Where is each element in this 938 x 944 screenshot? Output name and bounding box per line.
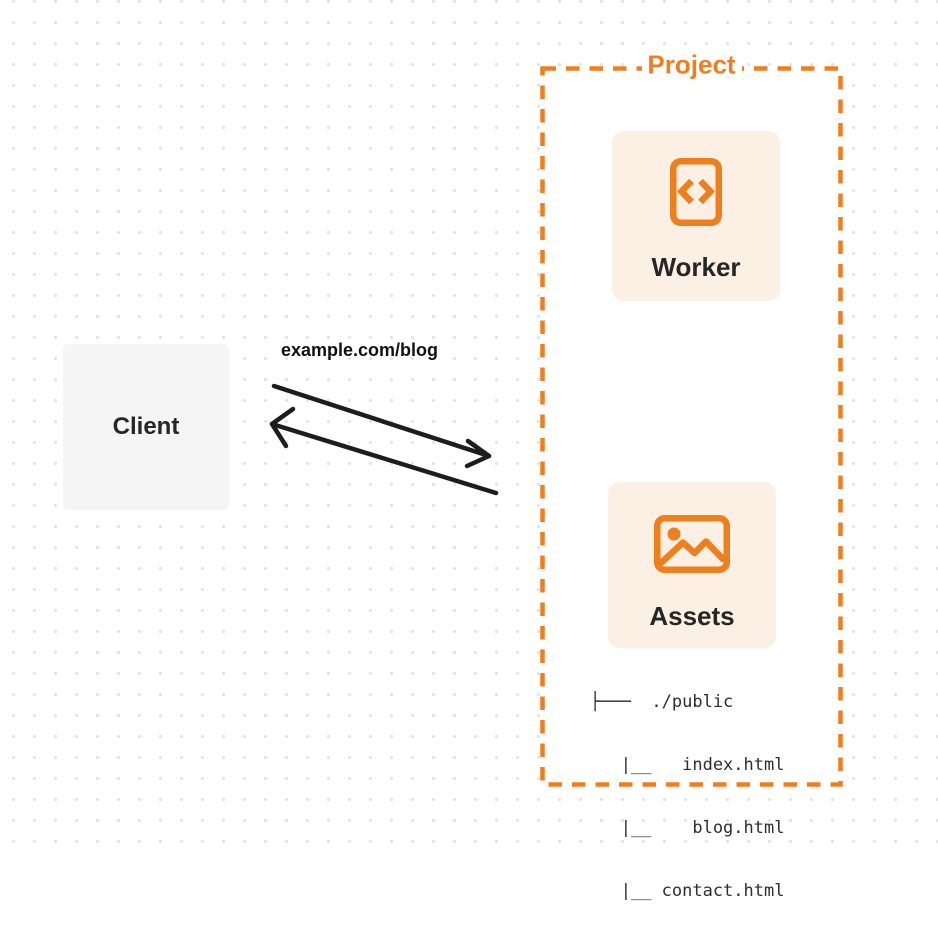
request-arrow: [271, 383, 492, 469]
code-file-icon: [670, 158, 722, 226]
worker-node: Worker: [612, 131, 780, 301]
project-title: Project: [641, 49, 742, 81]
tree-line-contact: |__ contact.html: [590, 881, 785, 901]
tree-line-public: ├─── ./public: [590, 692, 734, 712]
assets-label: Assets: [649, 601, 735, 631]
assets-node: Assets: [608, 482, 776, 648]
request-url-label: example.com/blog: [281, 340, 439, 360]
response-arrow: [269, 406, 499, 496]
worker-label: Worker: [651, 252, 741, 282]
client-label: Client: [112, 413, 180, 440]
diagram-canvas: Client example.com/blog Project: [0, 0, 938, 901]
tree-line-blog: |__ blog.html: [590, 818, 785, 838]
project-container: Project Worker Assets: [540, 49, 843, 901]
client-node: Client: [63, 344, 229, 510]
image-icon: [654, 515, 730, 573]
assets-file-tree: ├─── ./public |__ index.html |__ blog.ht…: [590, 650, 784, 944]
tree-line-index: |__ index.html: [590, 755, 785, 775]
